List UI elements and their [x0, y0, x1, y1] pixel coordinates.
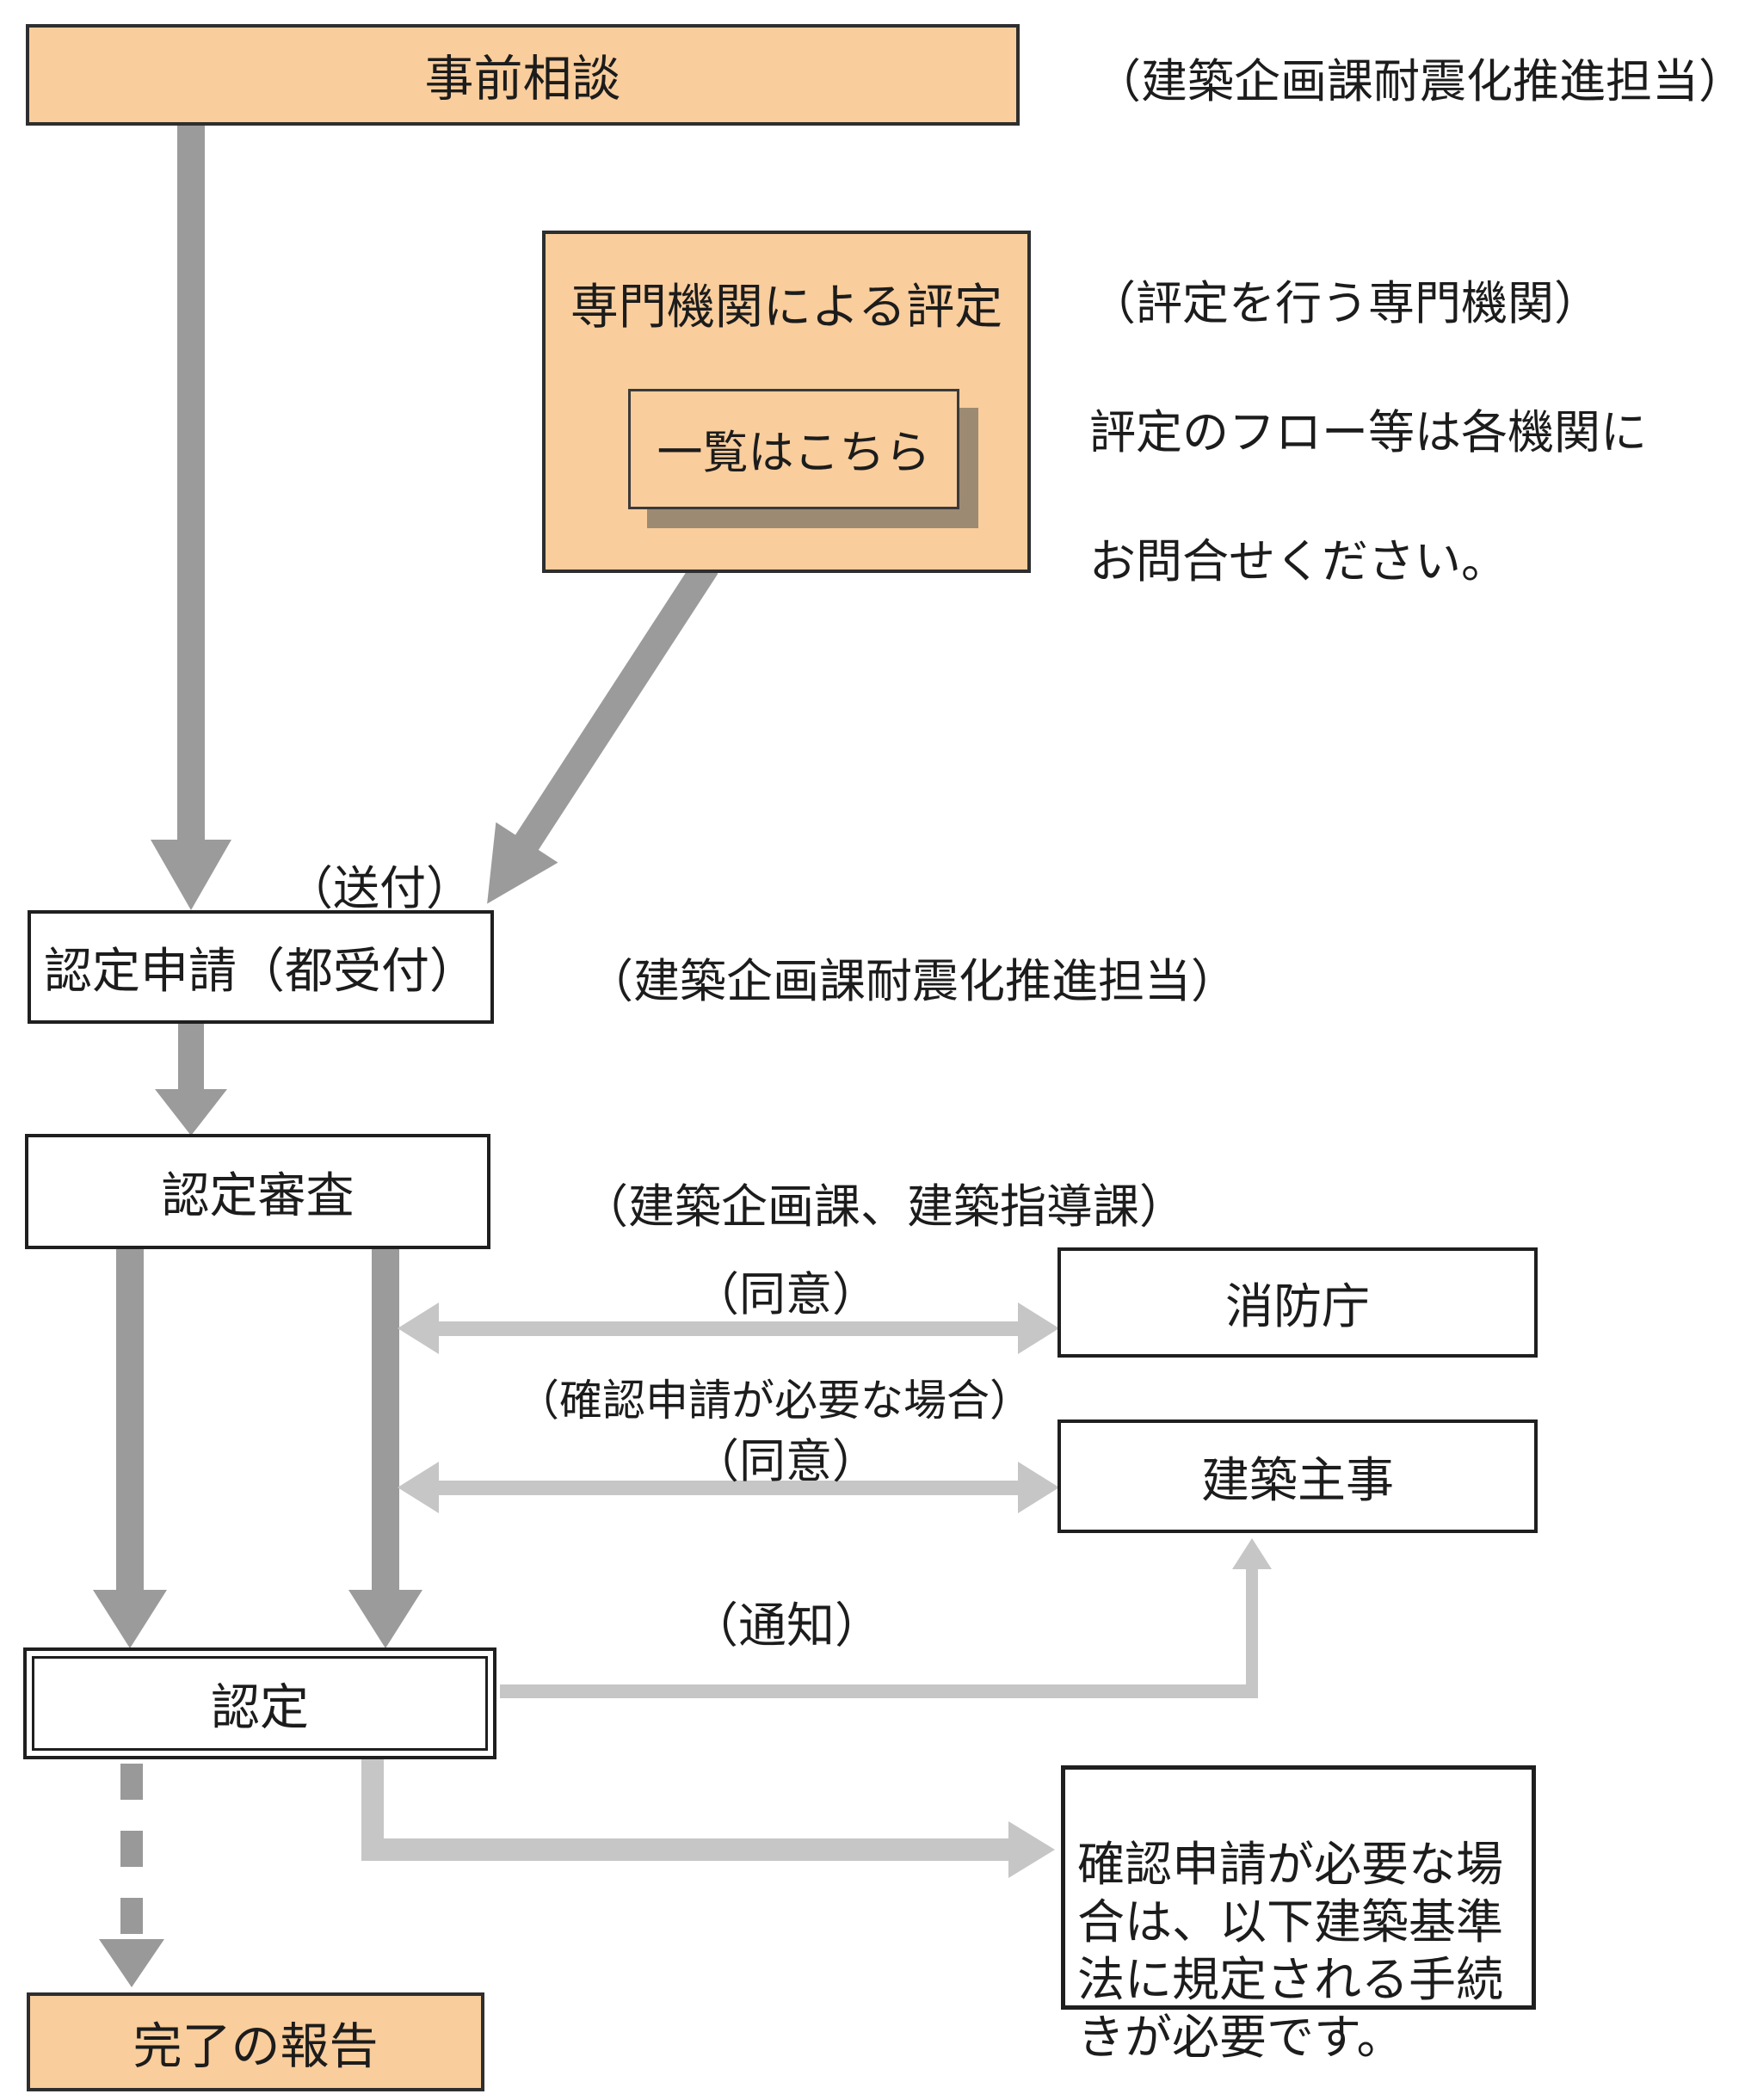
- arrow-kanryo-dashed-shaft: [120, 1764, 143, 1940]
- box-certification-review: 認定審査: [25, 1134, 490, 1249]
- box-prior-consultation-label: 事前相談: [424, 52, 621, 107]
- label-consent-2: （同意）: [693, 1436, 879, 1487]
- arrow-tsuchi-vertical: [1246, 1566, 1258, 1698]
- arrow-shinsa-to-nintei-left-shaft: [116, 1249, 144, 1590]
- box-completion-report: 完了の報告: [27, 1992, 484, 2091]
- arrow-shinsa-shobocho-head-left: [398, 1302, 439, 1354]
- arrow-shinsa-shuji-head-left: [398, 1462, 439, 1513]
- arrow-tsuchi-head-up: [1232, 1538, 1272, 1569]
- box-prior-consultation: 事前相談: [26, 24, 1020, 126]
- box-certification-application-label: 認定申請（都受付）: [44, 943, 478, 998]
- arrow-tsuchi-horizontal: [500, 1684, 1247, 1698]
- label-soufu: （送付）: [287, 863, 472, 915]
- label-tsuchi: （通知）: [690, 1598, 883, 1653]
- arrow-kanryo-dashed-head: [99, 1939, 164, 1987]
- box-certification: 認定: [23, 1647, 496, 1759]
- arrow-hyotei-to-shinsei: [514, 558, 718, 852]
- box-certification-label: 認定: [211, 1680, 309, 1735]
- box-confirmation-note: 確認申請が必要な場 合は、以下建築基準 法に規定される手続 きが必要です。: [1061, 1765, 1536, 2064]
- arrow-shinsa-to-nintei-right-head: [348, 1590, 422, 1648]
- list-link-button-label: 一覧はこちら: [657, 428, 931, 478]
- arrow-note-horizontal: [361, 1838, 1012, 1861]
- box-evaluation-title: 専門機関による評定: [570, 280, 1003, 334]
- label-evaluation-note-line3: お問合せください。: [1089, 536, 1508, 588]
- arrow-shinsei-to-shinsa-head: [155, 1089, 227, 1136]
- box-confirmation-note-text: 確認申請が必要な場 合は、以下建築基準 法に規定される手続 きが必要です。: [1077, 1838, 1504, 2064]
- arrow-shinsa-to-nintei-left-head: [93, 1590, 167, 1648]
- box-fire-department: 消防庁: [1057, 1247, 1538, 1358]
- arrow-note-head-right: [1008, 1821, 1055, 1878]
- label-evaluation-note-line2: 評定のフロー等は各機関に: [1089, 407, 1647, 459]
- arrow-shinsa-to-nintei-right-shaft: [372, 1249, 399, 1590]
- box-fire-department-label: 消防庁: [1225, 1278, 1370, 1333]
- arrow-shinsa-shobocho-head-right: [1018, 1302, 1059, 1354]
- label-confirmation-needed-case: （確認申請が必要な場合）: [516, 1376, 1033, 1425]
- box-completion-report-label: 完了の報告: [133, 2018, 379, 2074]
- box-building-official: 建築主事: [1057, 1420, 1538, 1533]
- arrow-shinsei-to-shinsa-shaft: [178, 1024, 204, 1091]
- arrow-shinsa-shobocho-shaft: [430, 1321, 1028, 1336]
- label-seismic-promotion-top: （建築企画課耐震化推進担当）: [1094, 56, 1745, 108]
- box-certification-review-label: 認定審査: [161, 1167, 355, 1222]
- box-certification-application: 認定申請（都受付）: [28, 910, 494, 1024]
- list-link-button[interactable]: 一覧はこちら: [628, 389, 959, 509]
- arrow-jizen-to-shinsei-head: [151, 840, 231, 910]
- label-evaluation-note-line1: （評定を行う専門機関）: [1089, 278, 1600, 329]
- label-review-departments: （建築企画課、建築指導課）: [582, 1181, 1186, 1233]
- box-building-official-label: 建築主事: [1201, 1452, 1394, 1507]
- box-certification-inner: 認定: [32, 1656, 488, 1751]
- arrow-shinsa-shuji-head-right: [1018, 1462, 1059, 1513]
- arrow-jizen-to-shinsei-shaft: [177, 126, 205, 840]
- arrow-shinsa-shuji-shaft: [430, 1481, 1028, 1495]
- label-seismic-promotion-application: （建築企画課耐震化推進担当）: [587, 956, 1237, 1007]
- label-consent-1: （同意）: [693, 1269, 879, 1321]
